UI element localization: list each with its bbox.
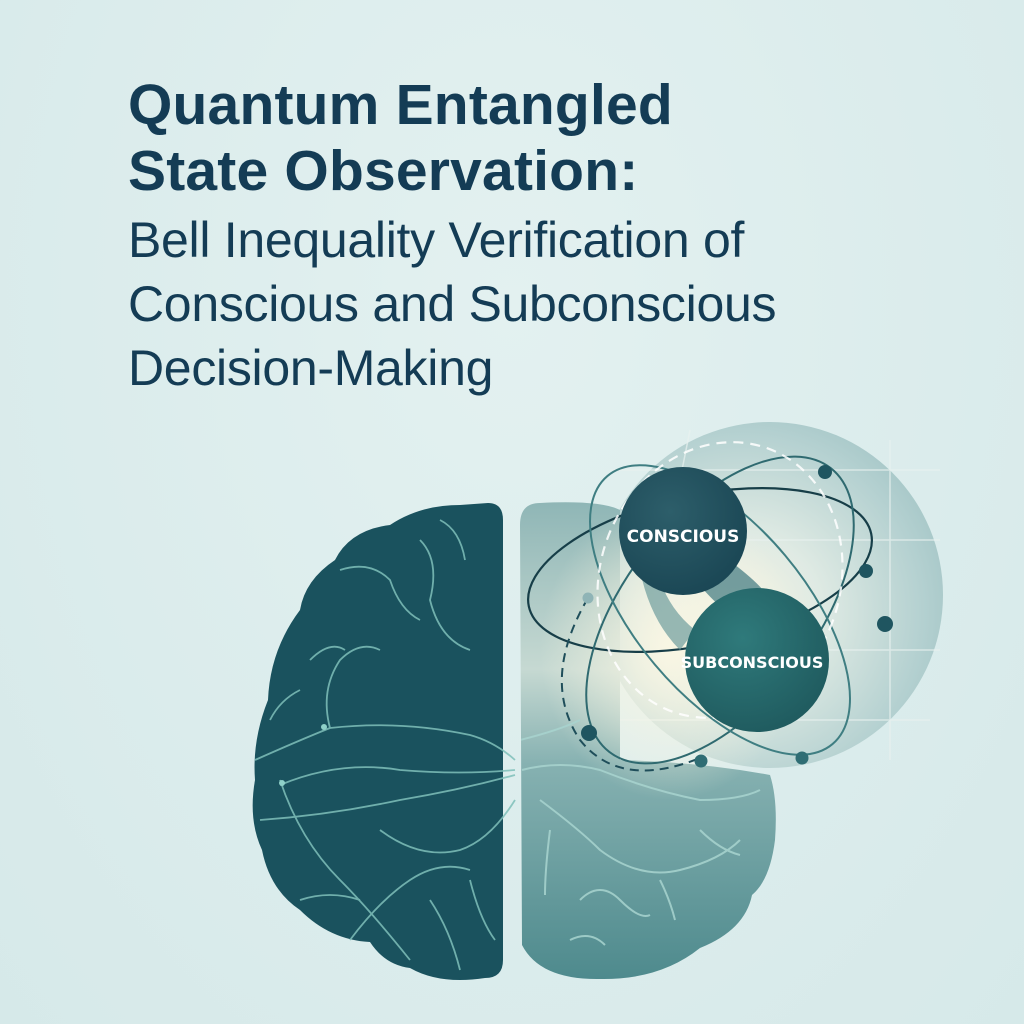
subconscious-node: SUBCONSCIOUS (681, 588, 829, 732)
orbit-teal-2 (589, 464, 851, 756)
subtitle-line-1: Bell Inequality Verification of (128, 212, 745, 268)
page-subtitle: Bell Inequality Verification of Consciou… (128, 208, 988, 400)
orbit-dashed-dark (560, 597, 701, 772)
electrons (581, 465, 893, 768)
subtitle-line-3: Decision-Making (128, 340, 494, 396)
orbit-dashed-white (596, 441, 844, 719)
neuron-node (321, 724, 327, 730)
title-line-1: Quantum Entangled (128, 73, 673, 137)
subtitle-line-2: Conscious and Subconscious (128, 276, 777, 332)
conscious-label: CONSCIOUS (627, 527, 740, 547)
page-title: Quantum Entangled State Observation: (128, 72, 988, 204)
neuron-node (279, 780, 285, 786)
conscious-node: CONSCIOUS (619, 467, 747, 595)
right-brain-veins (520, 719, 761, 946)
title-block: Quantum Entangled State Observation: Bel… (128, 72, 988, 400)
left-brain-veins (254, 519, 516, 971)
title-line-2: State Observation: (128, 139, 639, 203)
left-brain-hemisphere (252, 503, 503, 981)
subconscious-label: SUBCONSCIOUS (681, 653, 824, 672)
